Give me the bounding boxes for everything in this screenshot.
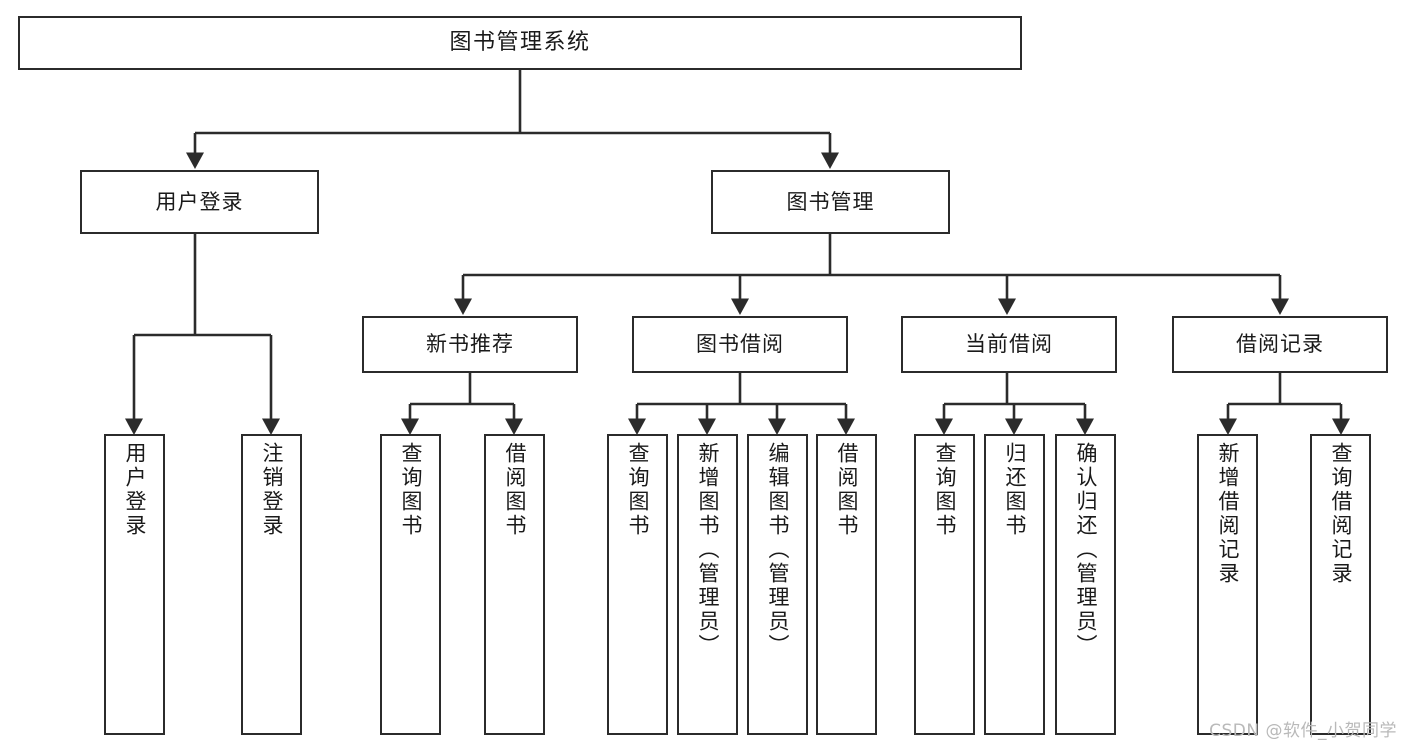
node-leaf-query-book-2-label: 查询图书 [626,442,650,538]
node-leaf-query-book-1[interactable]: 查询图书 [380,434,441,735]
node-leaf-query-book-3-label: 查询图书 [933,442,957,538]
node-leaf-add-book-label: 新增图书（管理员） [696,442,720,658]
node-book-manage[interactable]: 图书管理 [711,170,950,234]
node-user-login[interactable]: 用户登录 [80,170,319,234]
node-user-login-label: 用户登录 [155,189,244,214]
node-leaf-query-record[interactable]: 查询借阅记录 [1310,434,1371,735]
node-current-borrow-label: 当前借阅 [965,332,1053,357]
node-leaf-query-record-label: 查询借阅记录 [1329,442,1353,586]
node-leaf-return-book-label: 归还图书 [1003,442,1027,538]
node-book-borrow-label: 图书借阅 [696,332,784,357]
node-leaf-user-login-label: 用户登录 [123,442,147,538]
node-leaf-borrow-book-1-label: 借阅图书 [503,442,527,538]
node-leaf-return-book[interactable]: 归还图书 [984,434,1045,735]
node-leaf-user-login[interactable]: 用户登录 [104,434,165,735]
node-leaf-borrow-book-1[interactable]: 借阅图书 [484,434,545,735]
node-leaf-query-book-3[interactable]: 查询图书 [914,434,975,735]
node-leaf-add-record-label: 新增借阅记录 [1216,442,1240,586]
node-leaf-confirm-return[interactable]: 确认归还（管理员） [1055,434,1116,735]
node-leaf-logout-login-label: 注销登录 [260,442,284,538]
node-leaf-logout-login[interactable]: 注销登录 [241,434,302,735]
node-leaf-confirm-return-label: 确认归还（管理员） [1074,442,1098,658]
node-leaf-borrow-book-2[interactable]: 借阅图书 [816,434,877,735]
node-root[interactable]: 图书管理系统 [18,16,1022,70]
node-root-label: 图书管理系统 [449,30,591,56]
node-book-manage-label: 图书管理 [786,189,875,214]
node-leaf-add-book[interactable]: 新增图书（管理员） [677,434,738,735]
node-borrow-record[interactable]: 借阅记录 [1172,316,1388,373]
node-new-book-recommend-label: 新书推荐 [426,332,514,357]
node-book-borrow[interactable]: 图书借阅 [632,316,848,373]
node-leaf-edit-book[interactable]: 编辑图书（管理员） [747,434,808,735]
node-new-book-recommend[interactable]: 新书推荐 [362,316,578,373]
csdn-watermark: CSDN @软件_小贺同学 [1209,721,1397,741]
node-leaf-query-book-1-label: 查询图书 [399,442,423,538]
node-leaf-borrow-book-2-label: 借阅图书 [835,442,859,538]
node-leaf-add-record[interactable]: 新增借阅记录 [1197,434,1258,735]
node-leaf-edit-book-label: 编辑图书（管理员） [766,442,790,658]
node-borrow-record-label: 借阅记录 [1236,332,1324,357]
node-current-borrow[interactable]: 当前借阅 [901,316,1117,373]
node-leaf-query-book-2[interactable]: 查询图书 [607,434,668,735]
